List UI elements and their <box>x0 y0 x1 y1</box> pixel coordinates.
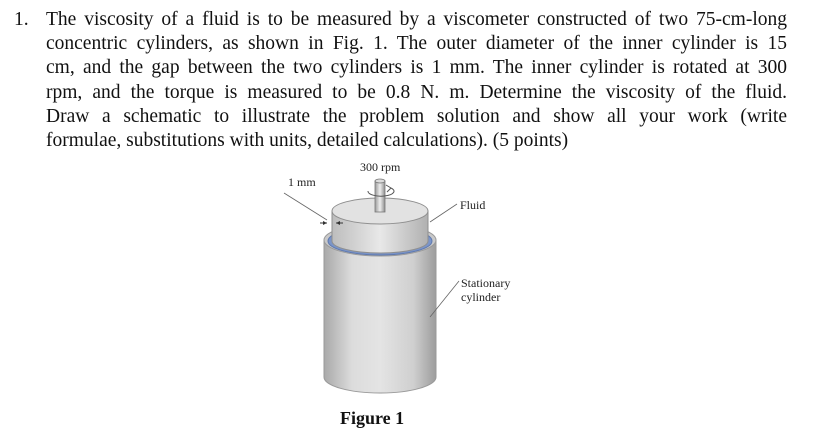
viscometer-figure: 300 rpm 1 mm Fluid Stationary cylinder <box>270 155 560 440</box>
problem-line: cm, and the gap between the two cylinder… <box>46 57 787 79</box>
problem-text: The viscosity of a fluid is to be measur… <box>46 8 787 153</box>
problem-line: The viscosity of a fluid is to be measur… <box>46 9 787 30</box>
fluid-leader-line <box>429 203 458 223</box>
stationary-leader-line <box>429 280 460 318</box>
stationary-label-line1: Stationary <box>461 276 511 290</box>
gap-label: 1 mm <box>288 175 316 189</box>
problem-line: Draw a schematic to illustrate the probl… <box>46 105 787 127</box>
stationary-label-line2: cylinder <box>461 290 501 304</box>
rotation-arrow-icon <box>367 184 395 197</box>
problem-line: formulae, substitutions with units, deta… <box>46 130 569 152</box>
problem-line: concentric cylinders, as shown in Fig. 1… <box>46 33 787 55</box>
gap-indicator <box>283 192 343 225</box>
figure-caption: Figure 1 <box>340 408 405 428</box>
viscometer-drawing <box>283 178 460 394</box>
fluid-label: Fluid <box>460 198 486 212</box>
problem-number: 1. <box>14 9 29 30</box>
rpm-label: 300 rpm <box>360 160 401 174</box>
problem-line: rpm, and the torque is measured to be 0.… <box>46 81 787 103</box>
